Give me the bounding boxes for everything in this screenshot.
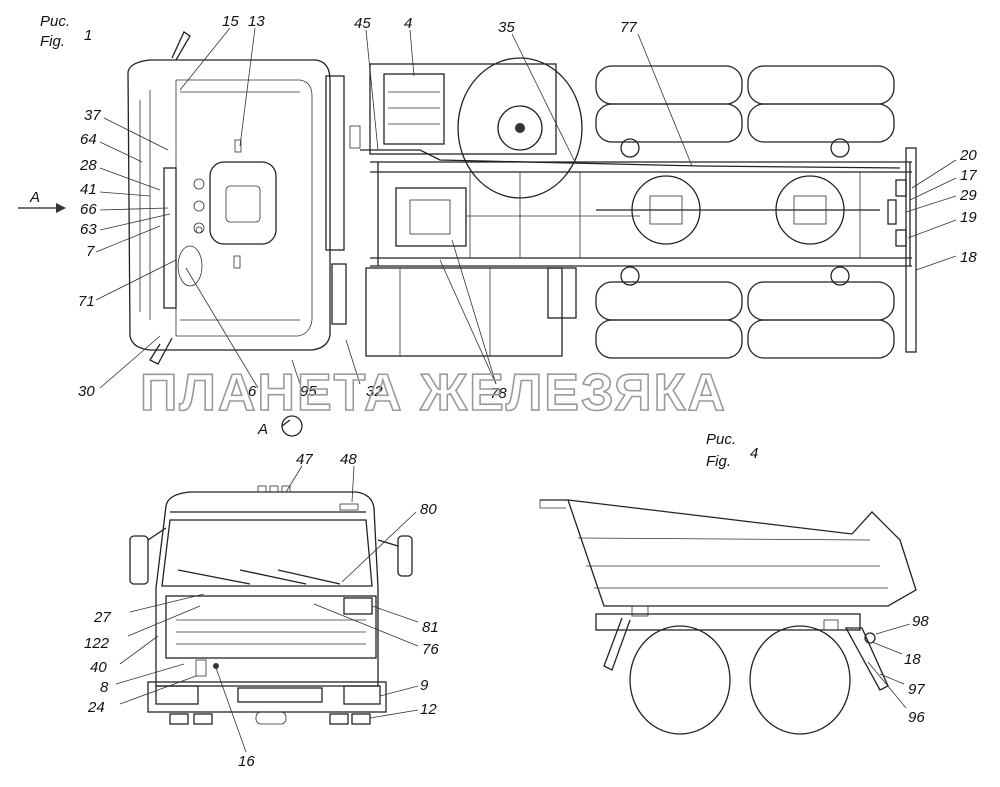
headlamp-right — [343, 685, 381, 705]
callout-41: 41 — [80, 181, 97, 198]
callout-18-side: 18 — [904, 651, 921, 668]
mirror-top-left — [171, 31, 191, 61]
view-marker-a: A — [257, 415, 303, 438]
fig4-side-view: Рис. Fig. 4 98 18 97 96 — [539, 431, 929, 735]
callout-76: 76 — [422, 641, 439, 658]
callout-17: 17 — [960, 167, 977, 184]
roof-lamp-13 — [234, 139, 242, 153]
harness-35 — [360, 149, 901, 169]
spare-wheel — [457, 57, 583, 199]
callout-45: 45 — [354, 15, 371, 32]
callout-40: 40 — [90, 659, 107, 676]
mirror-bottom-left — [149, 337, 173, 365]
callout-48: 48 — [340, 451, 357, 468]
callout-19: 19 — [960, 209, 977, 226]
battery-box — [369, 63, 557, 155]
headlamp-left — [155, 685, 199, 705]
callout-6: 6 — [248, 383, 257, 400]
mirror-right — [397, 535, 413, 577]
fig4-label: Fig. — [706, 453, 731, 470]
callout-7: 7 — [86, 243, 95, 260]
fig1-callouts: 15 13 45 4 35 77 37 64 28 41 66 63 7 71 … — [78, 13, 977, 402]
front-panel-strip — [163, 167, 177, 309]
callout-47: 47 — [296, 451, 313, 468]
callout-122: 122 — [84, 635, 110, 652]
callout-13: 13 — [248, 13, 265, 30]
view-arrow-a: A — [18, 189, 66, 213]
callout-80: 80 — [420, 501, 437, 518]
fig1-number: 1 — [84, 27, 92, 44]
callout-96: 96 — [908, 709, 925, 726]
watermark: ПЛАНЕТА ЖЕЛЕЗЯКА — [140, 364, 727, 422]
fig1-label: Fig. — [40, 33, 65, 50]
chassis-frame — [360, 147, 917, 353]
callout-37: 37 — [84, 107, 101, 124]
callout-32: 32 — [366, 383, 383, 400]
callout-27: 27 — [93, 609, 111, 626]
callout-81: 81 — [422, 619, 439, 636]
rear-wheel-1 — [629, 625, 731, 735]
front-view: 47 48 80 27 122 40 8 24 16 81 76 9 12 — [84, 451, 439, 770]
callout-98: 98 — [912, 613, 929, 630]
callout-78: 78 — [490, 385, 507, 402]
callout-71: 71 — [78, 293, 95, 310]
callout-4: 4 — [404, 15, 412, 32]
callout-97: 97 — [908, 681, 925, 698]
callout-66: 66 — [80, 201, 97, 218]
callout-8: 8 — [100, 679, 109, 696]
chassis-side — [595, 613, 861, 631]
fig1-leaders — [95, 27, 957, 389]
callout-30: 30 — [78, 383, 95, 400]
fuel-tank — [365, 267, 577, 357]
callout-20: 20 — [959, 147, 977, 164]
callout-95: 95 — [300, 383, 317, 400]
view-arrow-letter: A — [29, 189, 40, 206]
callout-16: 16 — [238, 753, 255, 770]
callout-9: 9 — [420, 677, 429, 694]
mudflap-front — [603, 617, 631, 671]
dump-body — [540, 499, 917, 607]
callout-35: 35 — [498, 19, 515, 36]
cab-top-outline — [127, 31, 361, 365]
callout-18-top: 18 — [960, 249, 977, 266]
fig1-prefix: Рис. — [40, 13, 70, 30]
callout-15: 15 — [222, 13, 239, 30]
callout-64: 64 — [80, 131, 97, 148]
mirror-left — [129, 535, 149, 585]
callout-12: 12 — [420, 701, 437, 718]
roof-hatch — [209, 161, 277, 245]
callout-63: 63 — [80, 221, 97, 238]
callout-77: 77 — [620, 19, 637, 36]
callout-28: 28 — [79, 157, 97, 174]
callout-29: 29 — [959, 187, 977, 204]
windshield — [161, 519, 373, 587]
rear-axles — [596, 175, 880, 245]
rear-bumper — [905, 147, 917, 353]
transfer-case — [395, 187, 640, 247]
fig1-top-view: Рис. Fig. 1 A — [18, 13, 977, 438]
callout-24: 24 — [87, 699, 105, 716]
rear-wheel-2 — [749, 625, 851, 735]
rear-light-bracket — [844, 627, 889, 691]
rear-wheels-top — [595, 65, 895, 359]
view-marker-letter: A — [257, 421, 268, 438]
fig4-prefix: Рис. — [706, 431, 736, 448]
fig4-number: 4 — [750, 445, 758, 462]
sticker-81 — [343, 597, 373, 615]
